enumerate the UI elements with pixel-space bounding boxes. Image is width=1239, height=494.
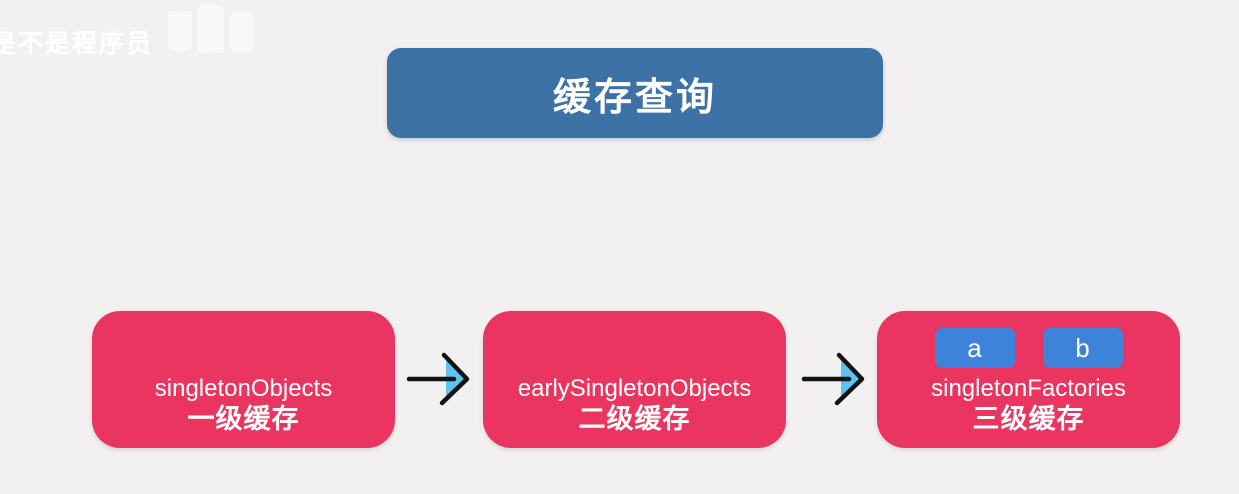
cache-node-label: 一级缓存 bbox=[187, 404, 300, 434]
cache-node-label: 二级缓存 bbox=[578, 404, 691, 434]
cache-node-early-singleton-objects: earlySingletonObjects 二级缓存 bbox=[483, 311, 786, 448]
diagram-title-box: 缓存查询 bbox=[387, 48, 883, 138]
cache-node-name: singletonFactories bbox=[931, 375, 1126, 402]
factory-item-a: a bbox=[934, 328, 1015, 368]
right-arrow-icon bbox=[801, 352, 865, 406]
right-arrow-icon bbox=[406, 352, 470, 406]
watermark-text: 是不是程序员 bbox=[0, 30, 154, 58]
factory-item-b: b bbox=[1042, 328, 1123, 368]
cache-node-singleton-objects: singletonObjects 一级缓存 bbox=[92, 311, 395, 448]
diagram-title: 缓存查询 bbox=[552, 76, 717, 119]
watermark-logo-icon bbox=[166, 3, 258, 55]
cache-node-singleton-factories: a b singletonFactories 三级缓存 bbox=[877, 311, 1180, 448]
cache-node-name: singletonObjects bbox=[154, 375, 333, 402]
cache-node-label: 三级缓存 bbox=[972, 404, 1085, 434]
factory-items-row: a b bbox=[877, 328, 1180, 368]
cache-node-name: earlySingletonObjects bbox=[517, 375, 752, 402]
